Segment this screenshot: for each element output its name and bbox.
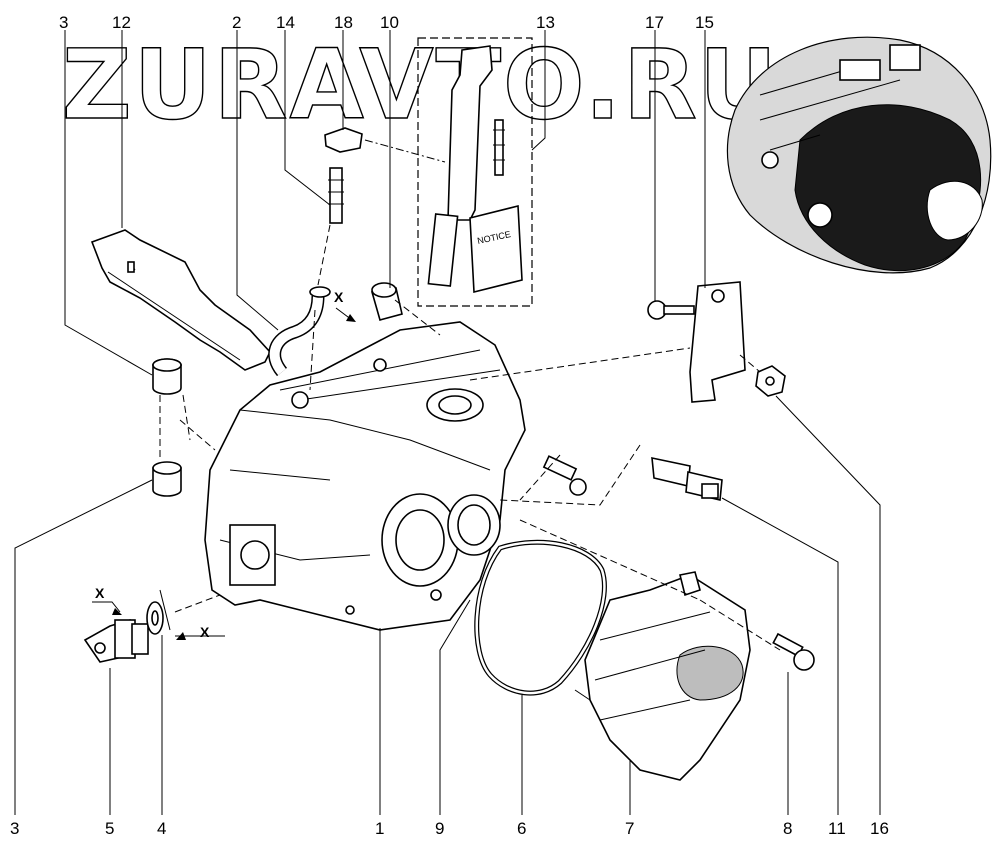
- callout-top-14: 14: [276, 13, 295, 32]
- leader-lines: [14, 30, 881, 815]
- part-12-plate: [90, 229, 271, 371]
- part-4-washer: [146, 601, 164, 635]
- callout-top-17: 17: [645, 13, 664, 32]
- part-6-gasket: [474, 539, 607, 696]
- part-8-bolt: [772, 632, 815, 671]
- callout-bottom-8: 8: [783, 819, 792, 838]
- svg-text:X: X: [95, 585, 105, 601]
- callout-bottom-16: 16: [870, 819, 889, 838]
- part-5-drain-plug: [83, 619, 149, 663]
- part-3-sleeve-lower: [152, 461, 182, 497]
- part-3-sleeve-upper: [152, 358, 182, 395]
- callout-bottom-1: 1: [375, 819, 384, 838]
- callout-top-13: 13: [536, 13, 555, 32]
- callout-bottom-7: 7: [625, 819, 634, 838]
- part-17-bolt: [647, 300, 695, 320]
- callout-bottom-9: 9: [435, 819, 444, 838]
- callout-top-2: 2: [232, 13, 241, 32]
- svg-text:X: X: [200, 624, 210, 640]
- part-1-gearbox-housing: [204, 321, 526, 631]
- part-15-bracket: [689, 281, 746, 403]
- part-9-stud: [542, 455, 587, 496]
- callout-top-10: 10: [380, 13, 399, 32]
- part-11-sensor: [651, 456, 723, 501]
- part-7-cover: [574, 571, 751, 781]
- callout-bottom-5: 5: [105, 819, 114, 838]
- part-2-breather-hose: [268, 286, 331, 377]
- callout-top-12: 12: [112, 13, 131, 32]
- part-13-dipstick-kit: NOTICE: [417, 37, 533, 307]
- callout-bottom-3: 3: [10, 819, 19, 838]
- callout-bottom-4: 4: [157, 819, 166, 838]
- callout-bottom-6: 6: [517, 819, 526, 838]
- part-14-fitting: [328, 167, 344, 224]
- callout-top-15: 15: [695, 13, 714, 32]
- part-16-nut: [755, 365, 786, 397]
- callout-top-18: 18: [334, 13, 353, 32]
- x-marker-upper: X: [334, 289, 356, 322]
- part-18-clip: [324, 127, 363, 153]
- gearbox-reference-photo: [726, 36, 992, 274]
- callout-top-3: 3: [59, 13, 68, 32]
- watermark: ZURAVTO.RU: [62, 29, 779, 141]
- x-marker-left: X: [92, 585, 122, 615]
- svg-text:X: X: [334, 289, 344, 305]
- notice-booklet: NOTICE: [469, 204, 523, 294]
- callout-bottom-11: 11: [828, 819, 846, 838]
- x-marker-right: X: [159, 589, 225, 640]
